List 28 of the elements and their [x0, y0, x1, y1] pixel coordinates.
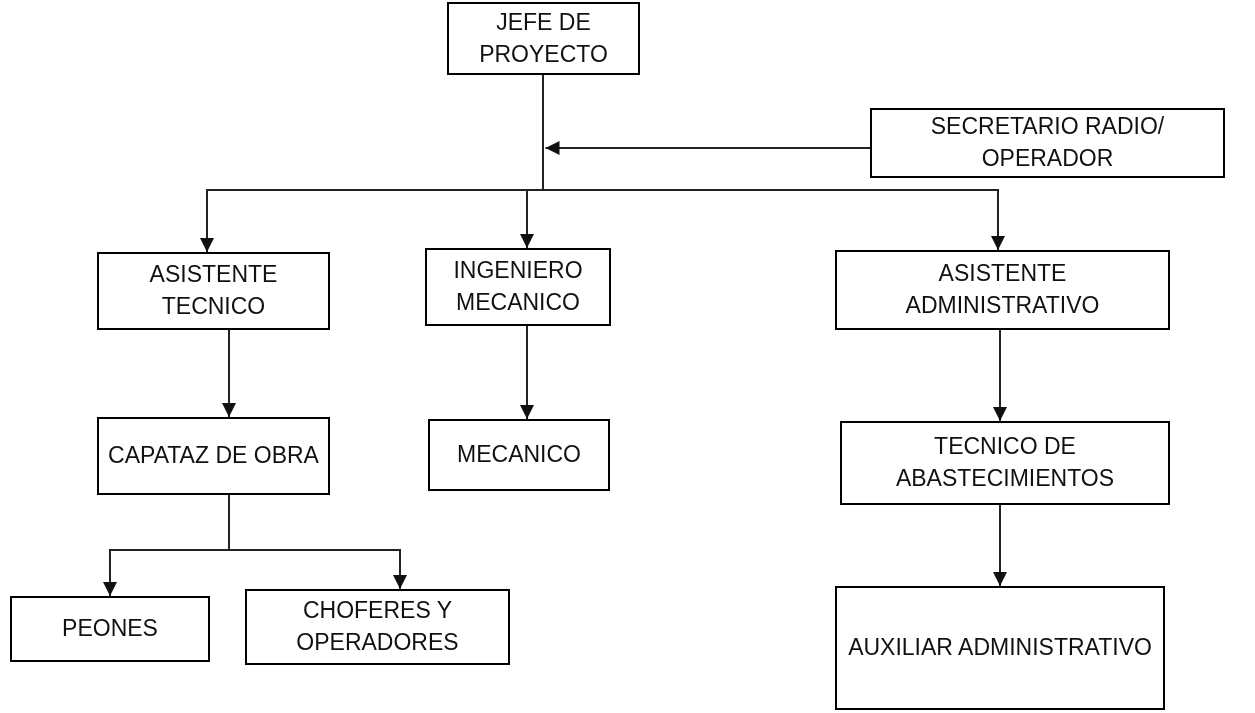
org-box: [425, 248, 611, 326]
org-box: [10, 596, 210, 662]
role-label: INGENIERO MECANICO: [452, 256, 584, 317]
org-box: [428, 419, 610, 491]
arrow: [520, 325, 534, 420]
role-label: ASISTENTE TECNICO: [148, 260, 279, 321]
role-label: PEONES: [61, 614, 159, 644]
arrow: [993, 329, 1007, 422]
arrow: [544, 141, 871, 155]
org-box: [447, 2, 640, 75]
org-box: [835, 250, 1170, 330]
role-label: TECNICO DE ABASTECIMIENTOS: [894, 432, 1116, 493]
role-label: JEFE DE PROYECTO: [478, 7, 609, 69]
org-box: [835, 586, 1165, 710]
org-box: [840, 421, 1170, 505]
org-box: [97, 417, 330, 495]
role-label: CAPATAZ DE OBRA: [107, 441, 320, 471]
role-label: ASISTENTE ADMINISTRATIVO: [904, 259, 1101, 320]
arrow: [228, 494, 407, 590]
role-label: SECRETARIO RADIO/ OPERADOR: [929, 112, 1166, 173]
arrow: [222, 329, 236, 418]
role-label: CHOFERES Y OPERADORES: [295, 596, 460, 657]
org-box: [870, 108, 1225, 178]
role-label: AUXILIAR ADMINISTRATIVO: [847, 633, 1153, 663]
org-box: [245, 589, 510, 665]
arrow: [993, 504, 1007, 587]
role-label: MECANICO: [456, 440, 582, 470]
org-box: [97, 252, 330, 330]
